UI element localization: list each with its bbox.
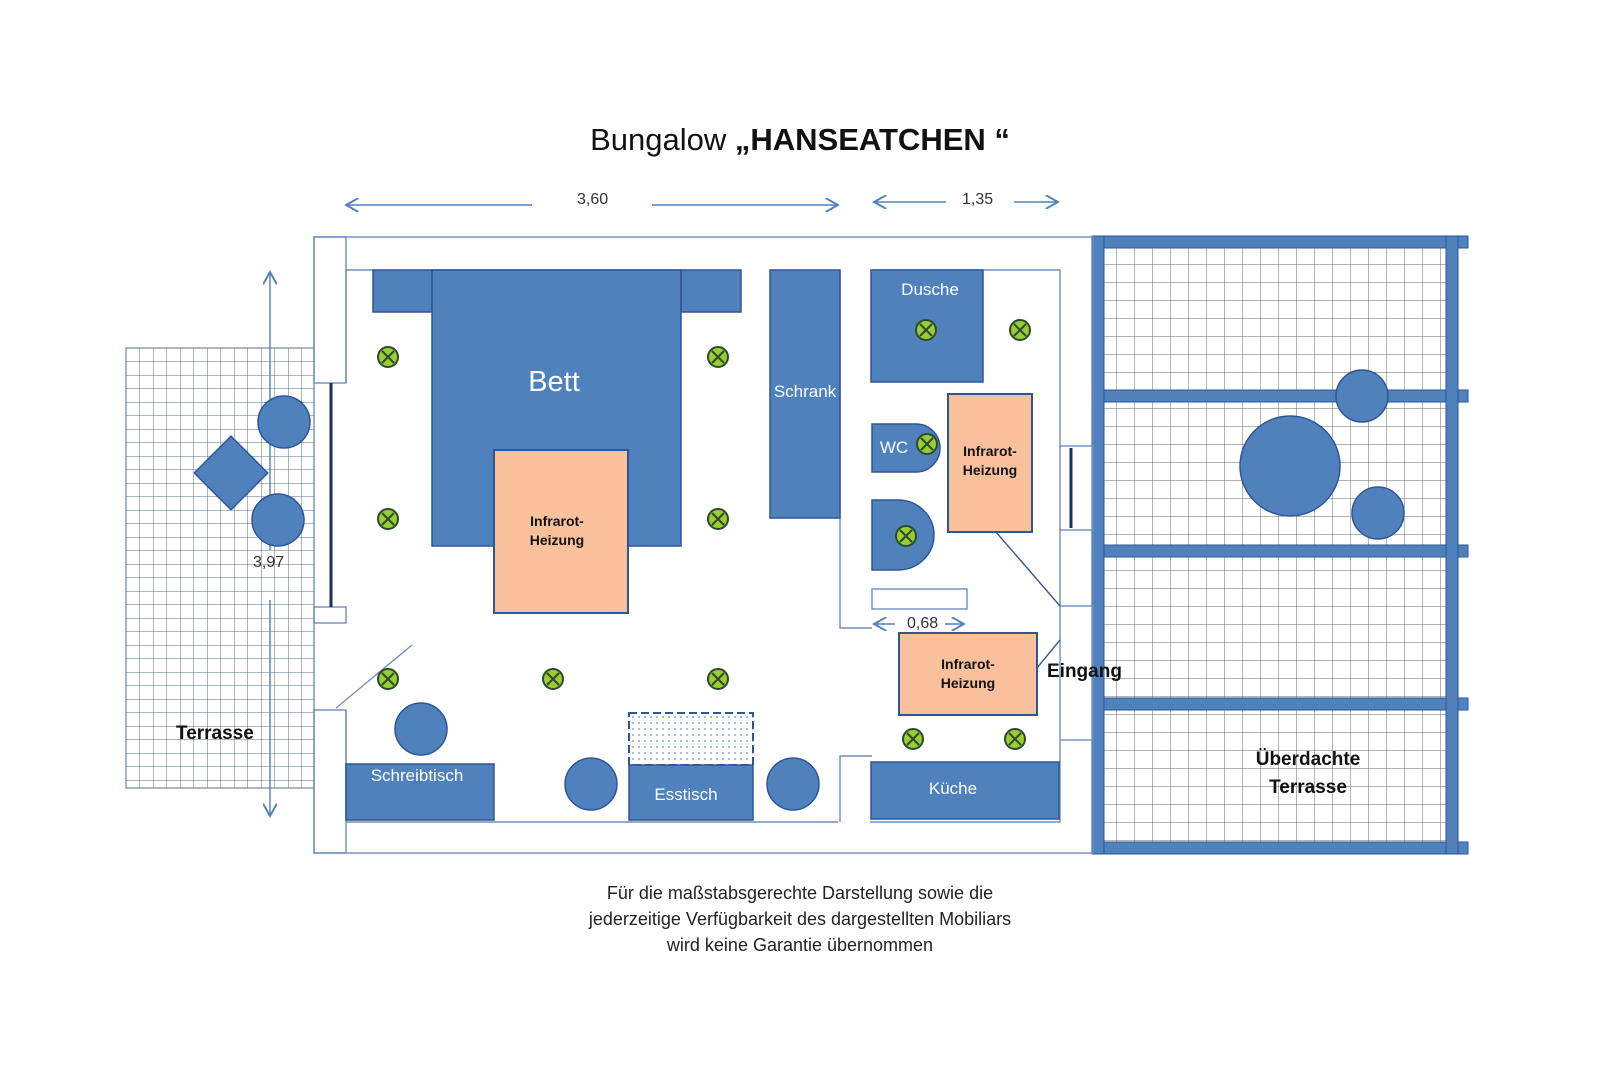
desk-chair [394,702,448,756]
entrance-label: Eingang [1047,661,1122,682]
heater-bath-label: Infrarot-Heizung [962,443,1018,478]
disclaimer-note: Für die maßstabsgerechte Darstellung sow… [588,883,1012,955]
covered-terrace [1091,235,1469,855]
dimension-width-bath: 1,35 [962,191,994,208]
bed-label: Bett [528,366,580,398]
kitchen [870,761,1060,820]
light-fixture-icon [1004,728,1026,750]
desk [345,763,495,821]
dimension-width-main: 3,60 [577,191,609,208]
house-walls [313,236,1094,854]
light-fixture-icon [377,346,399,368]
ceiling-lights [377,319,1031,750]
wardrobe-label: Schrank [773,382,837,401]
light-fixture-icon [707,508,729,530]
shower-label: Dusche [901,280,959,299]
dining-table [628,764,754,821]
dimension-depth: 3,97 [253,554,285,571]
light-fixture-icon [377,668,399,690]
door-swing-left [335,644,413,709]
heater-entry-label: Infrarot-Heizung [940,656,996,691]
covered-terrace-furniture [1239,369,1405,540]
dining-table-extension [628,712,754,766]
light-fixture-icon [902,728,924,750]
heater-bed-label: Infrarot-Heizung [529,513,585,548]
kitchen-label: Küche [928,779,978,798]
dimension-wc-width: 0,68 [907,615,939,632]
heater-bath [947,393,1033,533]
terrace-left-furniture [193,395,311,547]
light-fixture-icon [542,668,564,690]
page-title: Bungalow „HANSEATCHEN “ [590,122,1010,157]
light-fixture-icon [707,668,729,690]
heater-entry [898,632,1038,716]
heater-bed [493,449,629,614]
wc-label: WC [879,438,909,457]
light-fixture-icon [895,525,917,547]
light-fixture-icon [915,319,937,341]
dining-table-label: Esstisch [654,785,718,804]
dining-chair-left [564,757,618,811]
desk-label: Schreibtisch [370,766,464,785]
light-fixture-icon [707,346,729,368]
light-fixture-icon [1009,319,1031,341]
wardrobe [769,269,841,519]
light-fixture-icon [916,433,938,455]
door-swing-bath [995,531,1061,607]
light-fixture-icon [377,508,399,530]
dining-chair-right [766,757,820,811]
terrace-label: Terrasse [176,723,254,744]
